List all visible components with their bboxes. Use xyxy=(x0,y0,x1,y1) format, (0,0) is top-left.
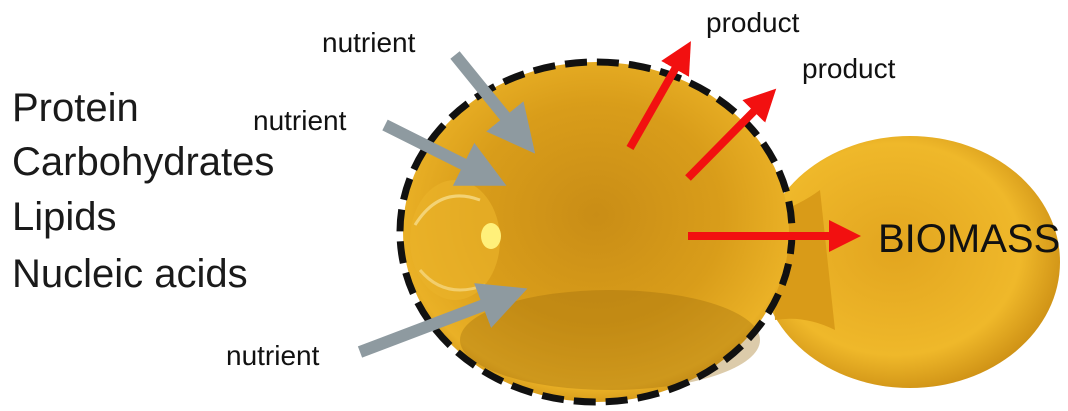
macromolecule-lipids: Lipids xyxy=(12,195,117,239)
macromolecule-nucleic-acids: Nucleic acids xyxy=(12,252,248,296)
nutrient-label-top: nutrient xyxy=(322,27,416,58)
nutrient-label-middle: nutrient xyxy=(253,105,347,136)
product-label-2: product xyxy=(802,53,896,84)
biomass-label: BIOMASS xyxy=(878,217,1060,261)
macromolecule-protein: Protein xyxy=(12,86,139,130)
organelle-spot xyxy=(481,223,501,249)
mother-cell-shadow xyxy=(460,290,760,390)
nutrient-label-bottom: nutrient xyxy=(226,340,320,371)
product-label-1: product xyxy=(706,7,800,38)
macromolecule-carbohydrates: Carbohydrates xyxy=(12,140,274,184)
